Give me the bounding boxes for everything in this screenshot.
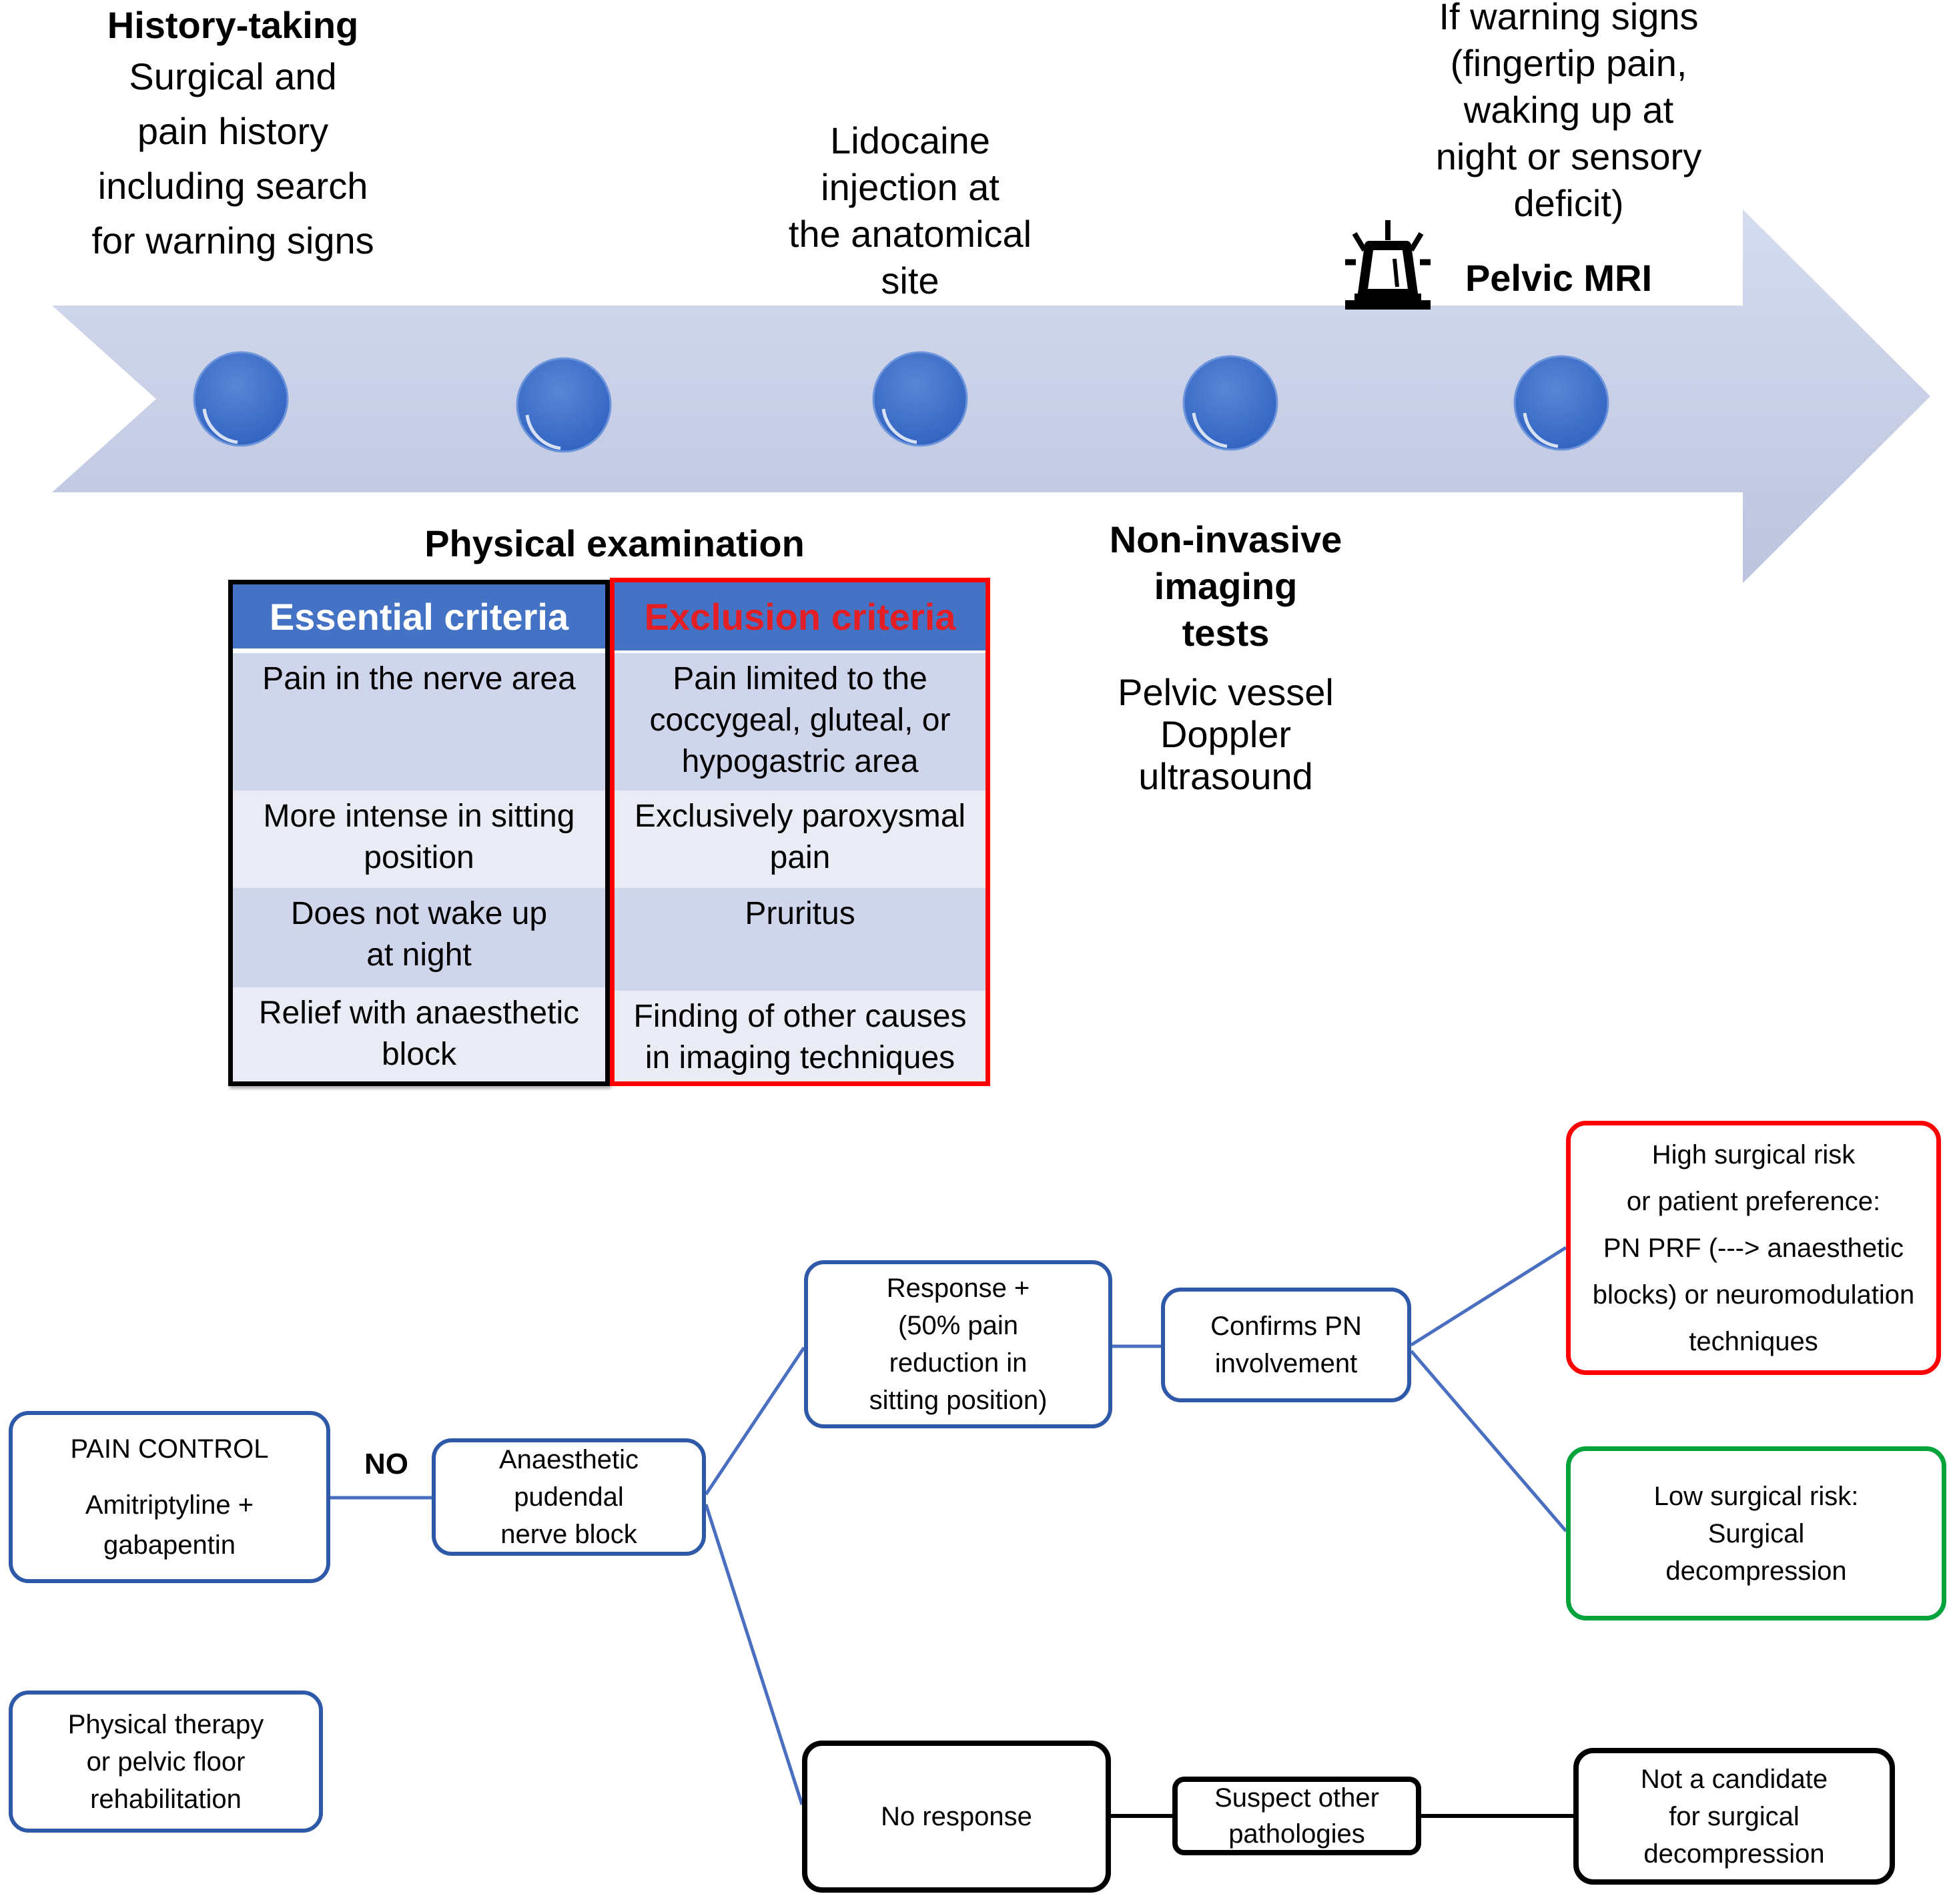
milestone-dot-physical — [516, 357, 612, 453]
confirms-pn-box: Confirms PN involvement — [1161, 1288, 1411, 1402]
milestone-dot-highlight — [1523, 412, 1559, 448]
milestone-mri-warning: If warning signs (fingertip pain, waking… — [1435, 0, 1702, 224]
pain-control-box: PAIN CONTROL Amitriptyline + gabapentin — [9, 1411, 330, 1583]
milestone-dot-imaging — [1182, 355, 1278, 451]
exclusion-row: Exclusively paroxysmal pain — [615, 791, 986, 888]
essential-criteria-column: Essential criteria Pain in the nerve are… — [228, 580, 610, 1086]
not-a-candidate-box: Not a candidate for surgical decompressi… — [1573, 1748, 1895, 1885]
siren-alarm-icon — [1345, 220, 1431, 310]
exclusion-row: Finding of other causes in imaging techn… — [615, 991, 986, 1081]
milestone-dot-history — [193, 351, 289, 447]
low-surgical-risk-box: Low surgical risk: Surgical decompressio… — [1566, 1446, 1946, 1620]
suspect-other-pathologies-box: Suspect other pathologies — [1172, 1777, 1421, 1855]
pelvic-mri-title: Pelvic MRI — [1465, 257, 1653, 299]
exclusion-row: Pruritus — [615, 888, 986, 991]
essential-row: Pain in the nerve area — [233, 653, 605, 791]
exclusion-criteria-column: Exclusion criteria Pain limited to the c… — [610, 578, 990, 1086]
milestone-dot-highlight — [881, 408, 917, 444]
no-label: NO — [364, 1448, 408, 1480]
essential-criteria-header: Essential criteria — [233, 584, 605, 648]
timeline-arrow — [52, 209, 1930, 583]
connector-confirms-to-lowrisk — [1410, 1350, 1567, 1532]
exclusion-criteria-header: Exclusion criteria — [615, 582, 986, 650]
milestone-dot-highlight — [202, 408, 238, 444]
nerve-block-box: Anaesthetic pudendal nerve block — [432, 1438, 706, 1556]
physical-exam-title: Physical examination — [424, 522, 805, 564]
response-box: Response + (50% pain reduction in sittin… — [804, 1260, 1112, 1428]
milestone-dot-highlight — [1192, 412, 1228, 448]
essential-row: More intense in sitting position — [233, 791, 605, 888]
essential-row: Relief with anaesthetic block — [233, 987, 605, 1081]
connector-confirms-to-highrisk — [1410, 1246, 1567, 1347]
connector-block-to-noresponse — [704, 1504, 804, 1805]
milestone-imaging: Non-invasive imaging tests Pelvic vessel… — [1109, 518, 1342, 797]
essential-row: Does not wake up at night — [233, 888, 605, 987]
milestone-dot-lidocaine — [872, 351, 968, 447]
milestone-dot-highlight — [525, 414, 561, 450]
history-title: History-taking — [107, 4, 359, 46]
milestone-history: History-taking Surgical and pain history… — [66, 1, 400, 268]
milestone-lidocaine: Lidocaine injection at the anatomical si… — [788, 119, 1032, 302]
high-surgical-risk-box: High surgical risk or patient preference… — [1566, 1121, 1941, 1375]
exclusion-row: Pain limited to the coccygeal, gluteal, … — [615, 653, 986, 791]
milestone-dot-mri — [1513, 355, 1609, 451]
physical-therapy-box: Physical therapy or pelvic floor rehabil… — [9, 1691, 323, 1833]
connector-block-to-response — [704, 1346, 806, 1496]
no-response-box: No response — [802, 1741, 1111, 1893]
